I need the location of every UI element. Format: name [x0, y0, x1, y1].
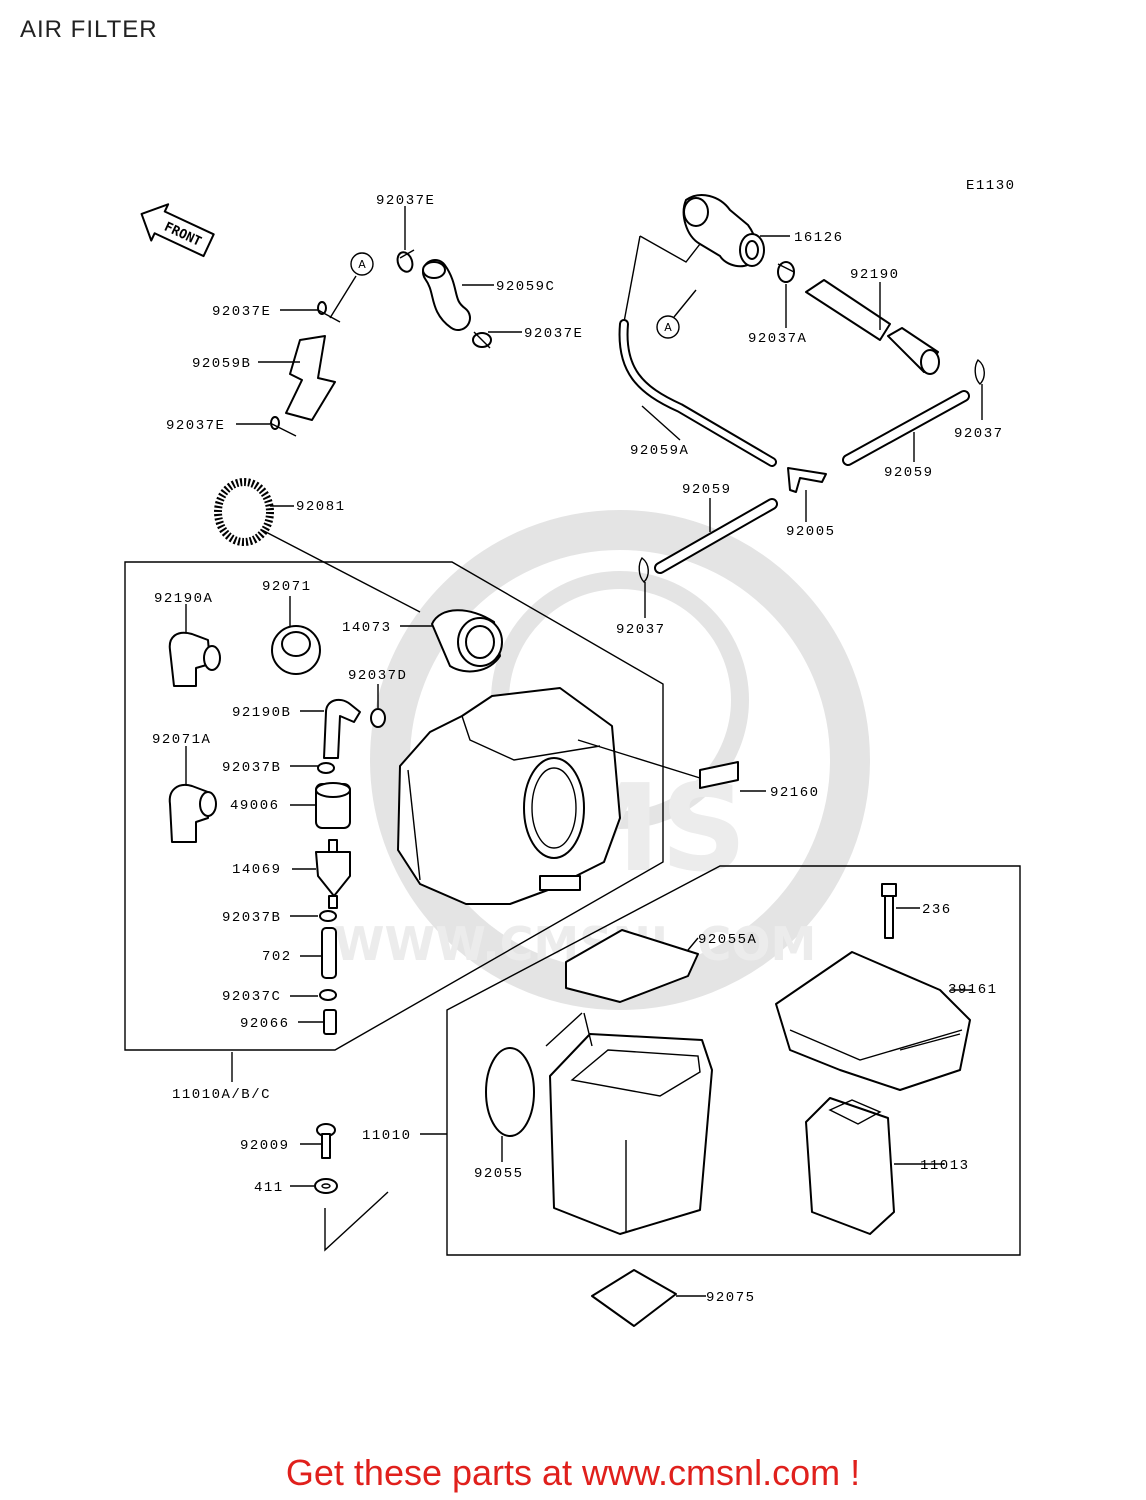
callout-236: 236: [922, 902, 952, 918]
callout-92055: 92055: [474, 1166, 524, 1182]
callout-92037b-2: 92037B: [222, 910, 281, 926]
tube-92059-right: [842, 390, 970, 466]
connection-marker-a-right: A: [623, 235, 701, 339]
clip-92037e-c: [317, 301, 341, 323]
clip-92037e-b: [472, 331, 492, 349]
callout-92071: 92071: [262, 579, 312, 595]
callout-92037-lower: 92037: [616, 622, 666, 638]
elbow-92071a: [168, 784, 217, 843]
washer-411: [314, 1178, 338, 1194]
callout-92190: 92190: [850, 267, 900, 283]
cover-39161: [775, 951, 971, 1091]
callout-92071a: 92071A: [152, 732, 211, 748]
callout-14073: 14073: [342, 620, 392, 636]
callout-11010: 11010: [362, 1128, 412, 1144]
bolt-236: [881, 883, 897, 939]
callout-411: 411: [254, 1180, 284, 1196]
filter-49006: [315, 782, 351, 829]
callout-702: 702: [262, 949, 292, 965]
callout-16126: 16126: [794, 230, 844, 246]
callout-92059-lower: 92059: [682, 482, 732, 498]
fuel-filter-14069: [315, 839, 351, 909]
leader-lines: [185, 206, 983, 1297]
clip-92037a: [777, 261, 795, 283]
reference-code: E1130: [966, 178, 1016, 194]
callout-14069: 14069: [232, 862, 282, 878]
page-title: AIR FILTER: [20, 16, 158, 43]
callout-92160: 92160: [770, 785, 820, 801]
callout-92037d: 92037D: [348, 668, 407, 684]
tube-92059a: [618, 319, 777, 467]
breather-valve-16126: [682, 194, 765, 268]
callout-92190a: 92190A: [154, 591, 213, 607]
spring-clamp-92081: [214, 478, 274, 546]
pad-92075: [591, 1269, 677, 1327]
footer-parts-link[interactable]: Get these parts at www.cmsnl.com !: [285, 1452, 861, 1493]
clip-92037e-a: [396, 249, 415, 273]
callout-92037b-1: 92037B: [222, 760, 281, 776]
grommet-92071: [271, 625, 321, 675]
assembly-outline-11010: [446, 865, 1021, 1256]
fitting-92066: [323, 1009, 337, 1035]
tube-92059-lower: [654, 498, 778, 574]
pad-92160: [699, 761, 739, 789]
hose-92190: [805, 279, 940, 375]
o-ring-92055: [485, 1047, 535, 1137]
clip-92037b-a: [317, 762, 335, 774]
clip-92037b-b: [319, 910, 337, 922]
callout-92037e-2: 92037E: [524, 326, 583, 342]
elbow-92190a: [168, 631, 221, 687]
callout-92037a: 92037A: [748, 331, 807, 347]
tee-joint-92005: [787, 467, 827, 493]
air-box-housing: [397, 687, 621, 905]
callout-11010abc: 11010A/B/C: [172, 1087, 271, 1103]
screw-92009: [316, 1123, 336, 1159]
callout-labels: 92037E 92059C 92037E 92037E 92059B 92037…: [152, 193, 1004, 1306]
intake-duct-14073: [431, 609, 503, 673]
assembly-outline-11010abc: [124, 561, 664, 1051]
clip-92037-lower: [638, 556, 649, 583]
hose-92190b: [323, 698, 361, 759]
clip-92037d: [370, 708, 386, 728]
callout-49006: 49006: [230, 798, 280, 814]
callout-92075: 92075: [706, 1290, 756, 1306]
callout-92059-right: 92059: [884, 465, 934, 481]
callout-92005: 92005: [786, 524, 836, 540]
connection-marker-label-2: A: [664, 321, 672, 334]
callout-92055a: 92055A: [698, 932, 757, 948]
connection-marker-a-left: A: [329, 252, 374, 319]
clip-92037c: [319, 989, 337, 1001]
callout-92037e-4: 92037E: [166, 418, 225, 434]
callout-11013: 11013: [920, 1158, 970, 1174]
clip-92037e-d: [269, 416, 297, 437]
callout-92059a: 92059A: [630, 443, 689, 459]
callout-39161: 39161: [948, 982, 998, 998]
air-box-base-11010: [549, 1033, 713, 1235]
callout-92066: 92066: [240, 1016, 290, 1032]
clip-92037-right: [974, 358, 985, 385]
callout-92190b: 92190B: [232, 705, 291, 721]
hose-92059b: [285, 335, 336, 421]
callout-92009: 92009: [240, 1138, 290, 1154]
connection-marker-label: A: [358, 258, 366, 271]
callout-92037-right: 92037: [954, 426, 1004, 442]
callout-92059c: 92059C: [496, 279, 555, 295]
front-direction-arrow: FRONT: [140, 203, 215, 258]
callout-92037e-3: 92037E: [212, 304, 271, 320]
callout-92081: 92081: [296, 499, 346, 515]
callout-92037e-1: 92037E: [376, 193, 435, 209]
callout-92059b: 92059B: [192, 356, 251, 372]
hose-92059c: [422, 259, 471, 331]
hose-702: [321, 927, 337, 979]
gasket-92055a: [565, 929, 699, 1003]
callout-92037c: 92037C: [222, 989, 281, 1005]
element-11013: [805, 1097, 895, 1235]
